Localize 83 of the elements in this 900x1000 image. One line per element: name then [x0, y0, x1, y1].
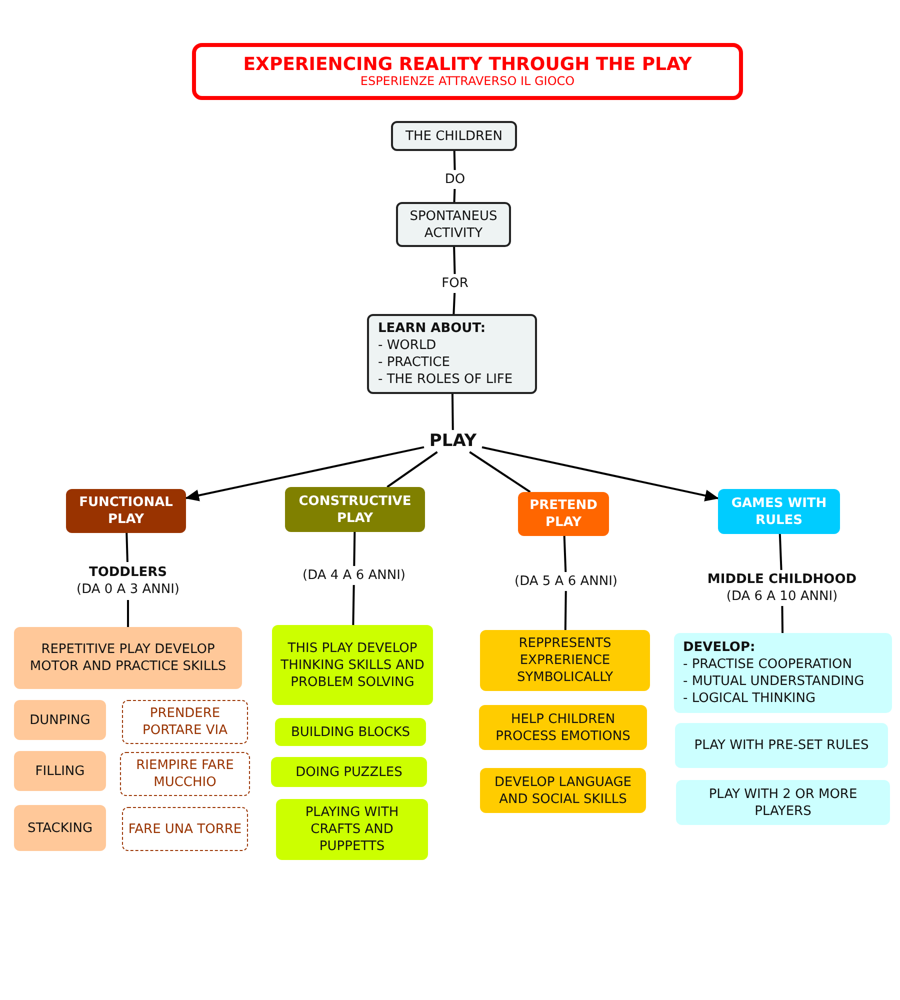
- connector-line: [452, 292, 456, 314]
- node-label: SPONTANEUS ACTIVITY: [408, 208, 498, 242]
- connector-line: [781, 606, 784, 634]
- arrow: [482, 446, 719, 502]
- example-box: [272, 625, 433, 705]
- node-label: FUNCTIONAL PLAY: [78, 494, 174, 528]
- translation-box: [122, 807, 248, 851]
- example-box: [14, 627, 242, 689]
- category-box: [518, 492, 609, 536]
- category-box: [66, 489, 186, 533]
- node-label: LEARN ABOUT:: [378, 320, 486, 337]
- node-label: DOING PUZZLES: [296, 764, 402, 780]
- central-label: PLAY: [429, 432, 477, 450]
- node-label: PRENDERE PORTARE VIA: [142, 705, 228, 739]
- translation-box: [120, 752, 250, 796]
- concept-box: [396, 202, 511, 247]
- translation-box: [122, 700, 248, 744]
- example-box: [276, 799, 428, 860]
- group-label: TODDLERS: [88, 564, 168, 581]
- node-label: CONSTRUCTIVE PLAY: [298, 492, 412, 526]
- group-label: MIDDLE CHILDHOOD: [707, 571, 857, 588]
- example-box: [275, 718, 426, 746]
- node-label: HELP CHILDREN PROCESS EMOTIONS: [494, 710, 632, 744]
- node-label: - LOGICAL THINKING: [683, 690, 816, 707]
- node-label: - WORLD: [378, 337, 436, 354]
- connector-line: [126, 532, 128, 562]
- link-label: (DA 5 A 6 ANNI): [514, 573, 618, 590]
- example-box: [480, 768, 646, 813]
- node-label: RIEMPIRE FARE MUCCHIO: [135, 757, 235, 791]
- title-box: [192, 43, 743, 100]
- node-label: REPPRESENTS EXPRERIENCE SYMBOLICALLY: [516, 635, 614, 686]
- node-label: - MUTUAL UNDERSTANDING: [683, 673, 864, 690]
- node-label: DUNPING: [30, 712, 90, 728]
- node-label: FILLING: [35, 762, 85, 780]
- example-box: [271, 757, 427, 787]
- connector-line: [564, 590, 567, 630]
- connector-line: [453, 246, 456, 274]
- node-label: - PRACTICE: [378, 354, 450, 371]
- link-label: (DA 6 A 10 ANNI): [726, 588, 838, 605]
- node-label: GAMES WITH RULES: [730, 494, 828, 528]
- concept-box: [391, 121, 517, 151]
- arrow: [185, 446, 424, 502]
- connector-line: [127, 600, 129, 627]
- example-box: [14, 805, 106, 851]
- node-label: FARE UNA TORRE: [128, 820, 242, 838]
- node-label: - PRACTISE COOPERATION: [683, 656, 852, 673]
- example-box: [14, 700, 106, 740]
- connector-line: [453, 188, 456, 202]
- example-box: [479, 705, 647, 750]
- example-box: [480, 630, 650, 691]
- connector-line: [778, 534, 782, 570]
- example-box: [14, 751, 106, 791]
- node-label: PRETEND PLAY: [528, 497, 598, 531]
- connector-line: [453, 150, 456, 170]
- connector-line: [386, 451, 438, 488]
- node-label: REPETITIVE PLAY DEVELOP MOTOR AND PRACTICE SKILLS: [28, 641, 228, 675]
- node-label: PLAYING WITH CRAFTS AND PUPPETTS: [304, 804, 400, 855]
- node-label: PLAY WITH 2 OR MORE PLAYERS: [708, 786, 858, 820]
- node-label: THE CHILDREN: [406, 128, 502, 144]
- category-box: [718, 489, 840, 534]
- node-label: THIS PLAY DEVELOP THINKING SKILLS AND PROBLEM SOLVING: [280, 640, 426, 690]
- title-text: EXPERIENCING REALITY THROUGH THE PLAY: [243, 55, 692, 75]
- node-label: STACKING: [27, 820, 93, 836]
- node-label: DEVELOP LANGUAGE AND SOCIAL SKILLS: [493, 774, 632, 808]
- connector-line: [469, 451, 531, 493]
- category-box: [285, 487, 425, 532]
- concept-box: [367, 314, 537, 394]
- node-label: BUILDING BLOCKS: [290, 724, 410, 740]
- example-box: [676, 780, 890, 825]
- link-label: FOR: [442, 275, 468, 292]
- link-label: DO: [444, 171, 466, 188]
- connector-line: [451, 394, 454, 430]
- node-label: DEVELOP:: [683, 639, 756, 656]
- link-label: (DA 0 A 3 ANNI): [76, 581, 180, 598]
- link-label: (DA 4 A 6 ANNI): [302, 567, 406, 584]
- node-label: - THE ROLES OF LIFE: [378, 371, 513, 388]
- example-box: [674, 633, 892, 713]
- connector-line: [352, 584, 355, 626]
- connector-line: [353, 532, 356, 566]
- node-label: PLAY WITH PRE-SET RULES: [694, 737, 869, 754]
- subtitle-text: ESPERIENZE ATTRAVERSO IL GIOCO: [360, 75, 575, 88]
- example-box: [675, 723, 888, 768]
- connector-line: [563, 536, 567, 572]
